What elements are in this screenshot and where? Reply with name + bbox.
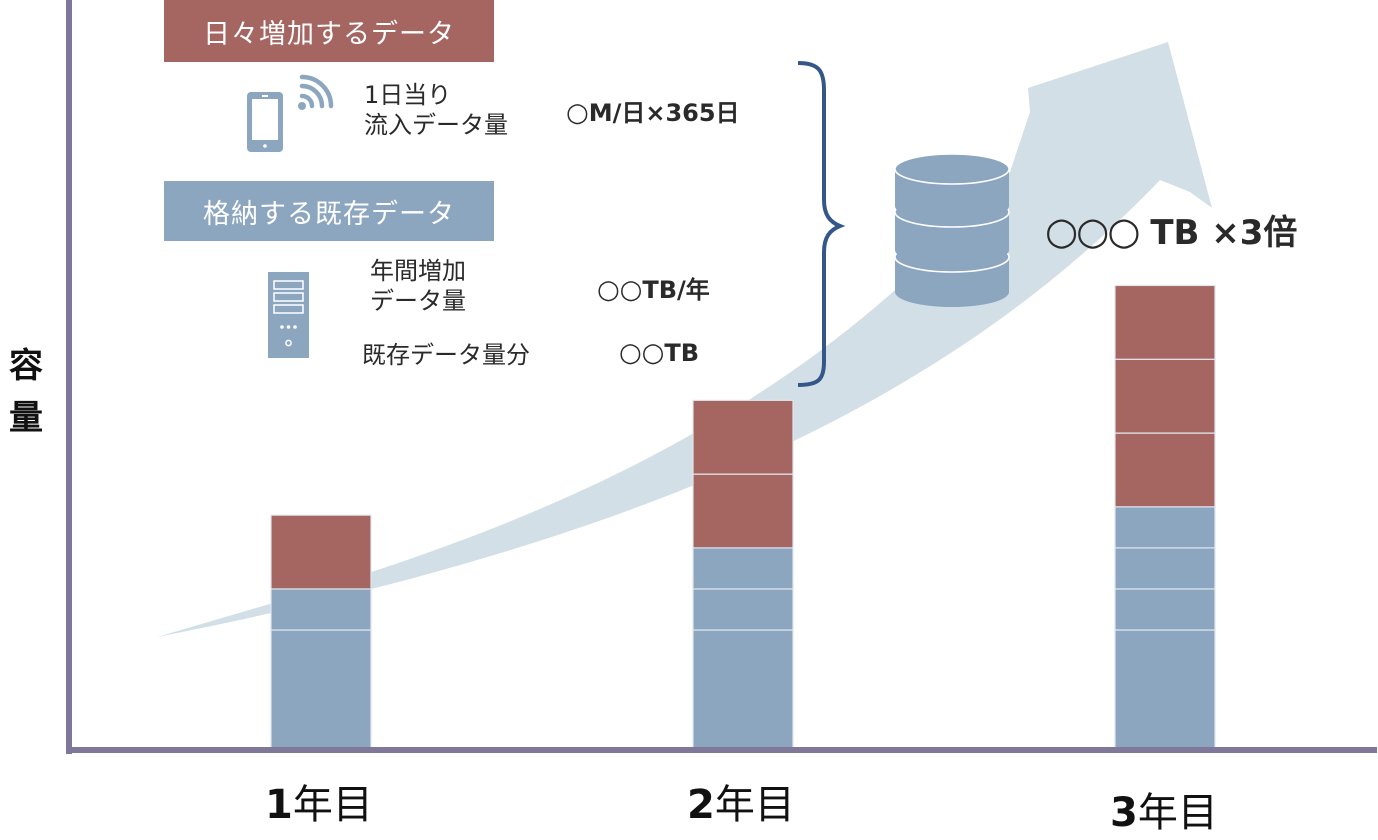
total-capacity-label: ○○○ TB ×3倍 bbox=[1045, 205, 1297, 254]
bar-segment-existing bbox=[1114, 588, 1216, 631]
bar-segment-existing bbox=[692, 629, 794, 750]
daily-desc-line2: 流入データ量 bbox=[364, 111, 508, 139]
bar-segment-existing bbox=[692, 547, 794, 590]
bars-group bbox=[270, 284, 1216, 750]
bar-segment-daily bbox=[692, 473, 794, 549]
smartphone-wifi-icon bbox=[247, 74, 334, 152]
bar-segment-existing bbox=[692, 588, 794, 631]
existing-data-title: 格納する既存データ bbox=[203, 198, 455, 230]
annual-increase-description: 年間増加 データ量 bbox=[370, 256, 466, 316]
annual-value-text: TB/年 bbox=[642, 276, 710, 304]
daily-desc-line1: 1日当り bbox=[364, 81, 452, 109]
y-axis-label: 容量 bbox=[6, 340, 46, 444]
total-text: TB ×3倍 bbox=[1150, 213, 1298, 253]
growth-arrow bbox=[157, 42, 1212, 637]
annual-increase-value: ○○TB/年 bbox=[597, 270, 710, 305]
existing-value-text: TB bbox=[664, 339, 700, 367]
bar-segment-existing bbox=[1114, 547, 1216, 590]
placeholder-circle: ○ bbox=[566, 98, 589, 128]
daily-data-title: 日々増加するデータ bbox=[203, 18, 455, 50]
x-tick-num: 1 bbox=[265, 782, 293, 828]
placeholder-circles: ○○ bbox=[619, 338, 665, 368]
daily-inflow-value: ○M/日×365日 bbox=[566, 93, 740, 128]
daily-value-text: M/日×365日 bbox=[588, 99, 740, 127]
bar-segment-daily bbox=[1114, 358, 1216, 434]
annual-desc-line2: データ量 bbox=[370, 287, 466, 315]
y-axis bbox=[66, 0, 72, 754]
existing-amount-label: 既存データ量分 bbox=[362, 341, 530, 369]
server-icon bbox=[268, 272, 309, 358]
bar-segment-existing bbox=[270, 629, 372, 750]
placeholder-circles: ○○ bbox=[597, 275, 643, 305]
placeholder-circles: ○○○ bbox=[1045, 209, 1140, 253]
bar-segment-daily bbox=[270, 514, 372, 590]
bar-segment-existing bbox=[1114, 629, 1216, 750]
brace bbox=[797, 61, 846, 387]
bar-segment-daily bbox=[1114, 284, 1216, 360]
x-tick-label-3: 3年目 bbox=[1110, 780, 1218, 838]
x-axis bbox=[68, 747, 1377, 753]
bar-segment-existing bbox=[270, 588, 372, 631]
bar-segment-daily bbox=[692, 399, 794, 475]
daily-data-banner: 日々増加するデータ bbox=[164, 0, 494, 62]
x-tick-suffix: 年目 bbox=[292, 782, 373, 828]
bar-segment-daily bbox=[1114, 432, 1216, 508]
x-tick-suffix: 年目 bbox=[714, 782, 795, 828]
x-tick-num: 2 bbox=[687, 782, 715, 828]
x-tick-num: 3 bbox=[1110, 790, 1138, 836]
y-axis-label-text: 容量 bbox=[9, 346, 43, 438]
bar-segment-existing bbox=[1114, 506, 1216, 549]
daily-inflow-description: 1日当り 流入データ量 bbox=[364, 80, 508, 140]
database-icon bbox=[894, 153, 1010, 307]
x-tick-label-2: 2年目 bbox=[687, 772, 795, 830]
existing-data-banner: 格納する既存データ bbox=[164, 181, 494, 241]
existing-amount-value: ○○TB bbox=[619, 338, 699, 368]
x-tick-suffix: 年目 bbox=[1137, 790, 1218, 836]
annual-desc-line1: 年間増加 bbox=[370, 257, 466, 285]
x-tick-label-1: 1年目 bbox=[265, 772, 373, 830]
